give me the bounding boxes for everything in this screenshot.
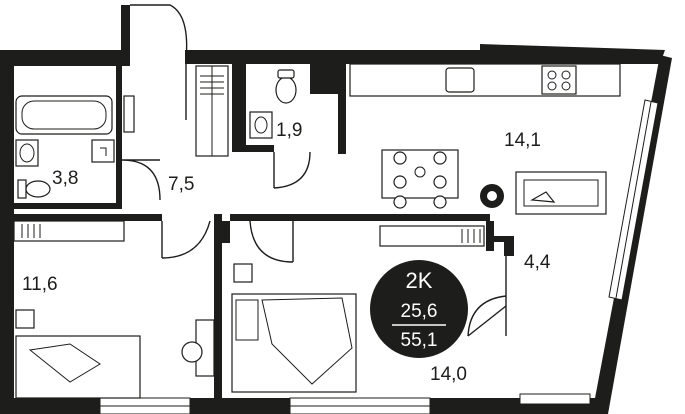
wall-wc-bottom bbox=[246, 145, 274, 152]
wall-wc-right-2 bbox=[338, 64, 346, 154]
kitchen-sink bbox=[445, 67, 475, 93]
chairs bbox=[393, 151, 447, 209]
wall-left bbox=[0, 50, 14, 414]
entry-arc bbox=[130, 4, 188, 61]
wall-balcony-left bbox=[486, 221, 494, 251]
apartment-badge: 2K 25,6 55,1 bbox=[370, 260, 468, 358]
washer bbox=[91, 139, 115, 163]
wc-fixtures bbox=[195, 65, 297, 157]
label-bedroom-left: 11,6 bbox=[22, 274, 58, 295]
label-kitchen-living: 14,1 bbox=[504, 130, 541, 151]
wall-hall-wc bbox=[232, 64, 246, 152]
wall-bath-bottom bbox=[14, 203, 122, 209]
label-bathroom: 3,8 bbox=[52, 168, 78, 189]
desk-chair bbox=[181, 341, 203, 363]
doors bbox=[121, 151, 507, 337]
windows bbox=[99, 99, 659, 414]
wall-bedrooms-divider-2 bbox=[222, 221, 230, 243]
bedroom-right-furniture bbox=[231, 225, 485, 393]
bathroom-fixtures bbox=[15, 95, 135, 199]
toilet-wc bbox=[275, 76, 297, 104]
window-balcony-bottom bbox=[519, 393, 591, 405]
wall-top-left bbox=[0, 50, 124, 66]
bedroom-left-furniture bbox=[13, 220, 215, 399]
table-decor bbox=[414, 166, 426, 178]
badge-circle bbox=[370, 260, 468, 358]
nightstand-left bbox=[15, 309, 35, 329]
wall-bath-hall bbox=[116, 66, 122, 206]
wall-bedroom-left-top bbox=[14, 214, 162, 221]
dining-table bbox=[381, 149, 459, 199]
sink-wc bbox=[249, 111, 273, 139]
toilet-bath bbox=[17, 179, 27, 199]
radiator-left bbox=[13, 220, 125, 242]
door-bedroom-right bbox=[249, 220, 294, 263]
door-bath bbox=[121, 159, 161, 201]
label-balcony: 4,4 bbox=[524, 252, 551, 273]
label-hallway: 7,5 bbox=[168, 174, 194, 195]
badge-living-area: 25,6 bbox=[401, 301, 438, 322]
badge-total-area: 55,1 bbox=[401, 330, 438, 351]
label-bedroom-right: 14,0 bbox=[430, 364, 467, 385]
door-bedroom-left bbox=[161, 220, 211, 259]
wall-top-kitchen bbox=[345, 44, 665, 64]
kitchen-fixtures bbox=[349, 63, 621, 215]
radiator-right bbox=[379, 225, 485, 247]
bathtub bbox=[15, 95, 113, 135]
bed-left bbox=[15, 335, 141, 399]
badge-rooms-code: 2K bbox=[406, 268, 433, 293]
wall-balcony-post bbox=[504, 236, 514, 256]
nightstand-right bbox=[233, 263, 253, 283]
wall-bedrooms-divider bbox=[214, 214, 222, 398]
door-balcony bbox=[467, 295, 507, 337]
bed-right bbox=[231, 293, 357, 393]
door-wc bbox=[273, 151, 311, 189]
wall-entry-left bbox=[121, 5, 130, 66]
towel-rail bbox=[123, 95, 135, 133]
sink-bath bbox=[15, 139, 39, 167]
stove bbox=[541, 65, 577, 95]
wall-kitchen-bottom bbox=[230, 214, 490, 221]
label-wc: 1,9 bbox=[276, 120, 302, 141]
sofa bbox=[515, 171, 607, 215]
counter bbox=[349, 63, 621, 97]
wall-top-mid bbox=[185, 50, 345, 64]
